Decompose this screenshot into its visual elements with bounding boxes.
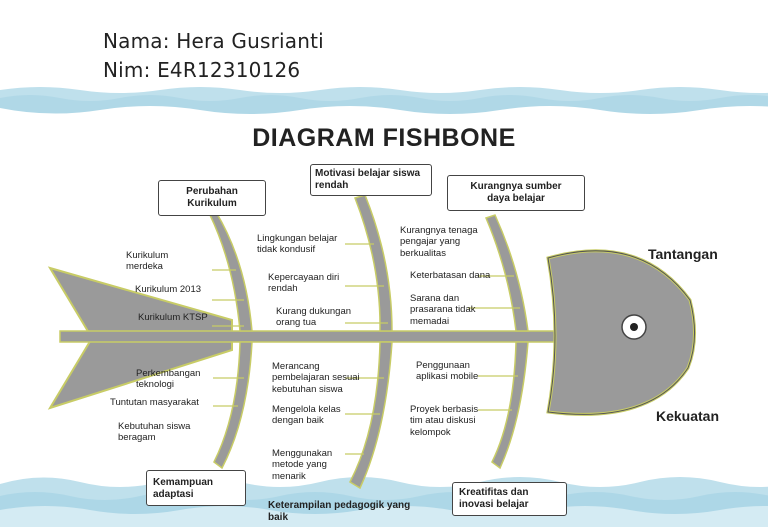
category-kreatifitas: Kreatifitas dan inovasi belajar — [452, 482, 567, 516]
cause-kurikulum-2013: Kurikulum 2013 — [135, 284, 202, 295]
cause-tuntutan: Tuntutan masyarakat — [110, 397, 199, 408]
rib-upper-2 — [354, 194, 393, 332]
cause-dukungan: Kurang dukungan orang tua — [276, 306, 352, 329]
cause-sarana: Sarana dan prasarana tidak memadai — [410, 293, 476, 327]
category-perubahan-kurikulum: Perubahan Kurikulum — [158, 180, 266, 216]
cause-mengelola: Mengelola kelas dengan baik — [272, 404, 341, 427]
cause-proyek: Proyek berbasis tim atau diskusi kelompo… — [410, 404, 479, 438]
fish-head-outline — [547, 250, 696, 415]
rib-upper-1 — [209, 211, 253, 332]
category-sumber-daya: Kurangnya sumber daya belajar — [447, 175, 585, 211]
rib-lower-1 — [213, 341, 253, 470]
diagram-title: DIAGRAM FISHBONE — [252, 124, 516, 152]
cause-kurikulum-ktsp: Kurikulum KTSP — [138, 312, 208, 323]
top-wave-decoration — [0, 87, 768, 120]
cause-kebutuhan: Kebutuhan siswa beragam — [118, 421, 191, 444]
author-nim: Nim: E4R12310126 — [103, 58, 301, 82]
author-name: Nama: Hera Gusrianti — [103, 29, 324, 53]
fish-head — [546, 249, 697, 416]
category-kemampuan-adaptasi: Kemampuan adaptasi — [146, 470, 246, 506]
cause-metode: Menggunakan metode yang menarik — [272, 448, 333, 482]
cause-merancang: Merancang pembelajaran sesuai kebutuhan … — [272, 361, 360, 395]
cause-dana: Keterbatasan dana — [410, 270, 491, 281]
outcome-kekuatan: Kekuatan — [656, 408, 720, 424]
cause-perkembangan: Perkembangan teknologi — [136, 368, 201, 391]
cause-tenaga: Kurangnya tenaga pengajar yang berkualit… — [400, 225, 478, 259]
outcome-tantangan: Tantangan — [648, 246, 718, 262]
fish-spine — [59, 330, 561, 343]
cause-kepercayaan: Kepercayaan diri rendah — [268, 272, 340, 295]
rib-upper-3 — [484, 214, 529, 332]
cause-lingkungan: Lingkungan belajar tidak kondusif — [257, 233, 338, 256]
cause-kurikulum-merdeka: Kurikulum merdeka — [126, 250, 169, 273]
category-motivasi: Motivasi belajar siswa rendah — [310, 164, 432, 196]
rib-lower-3 — [491, 341, 529, 470]
category-keterampilan-pedagogik: Keterampilan pedagogik yang baik — [268, 500, 411, 523]
cause-aplikasi: Penggunaan aplikasi mobile — [416, 360, 479, 383]
